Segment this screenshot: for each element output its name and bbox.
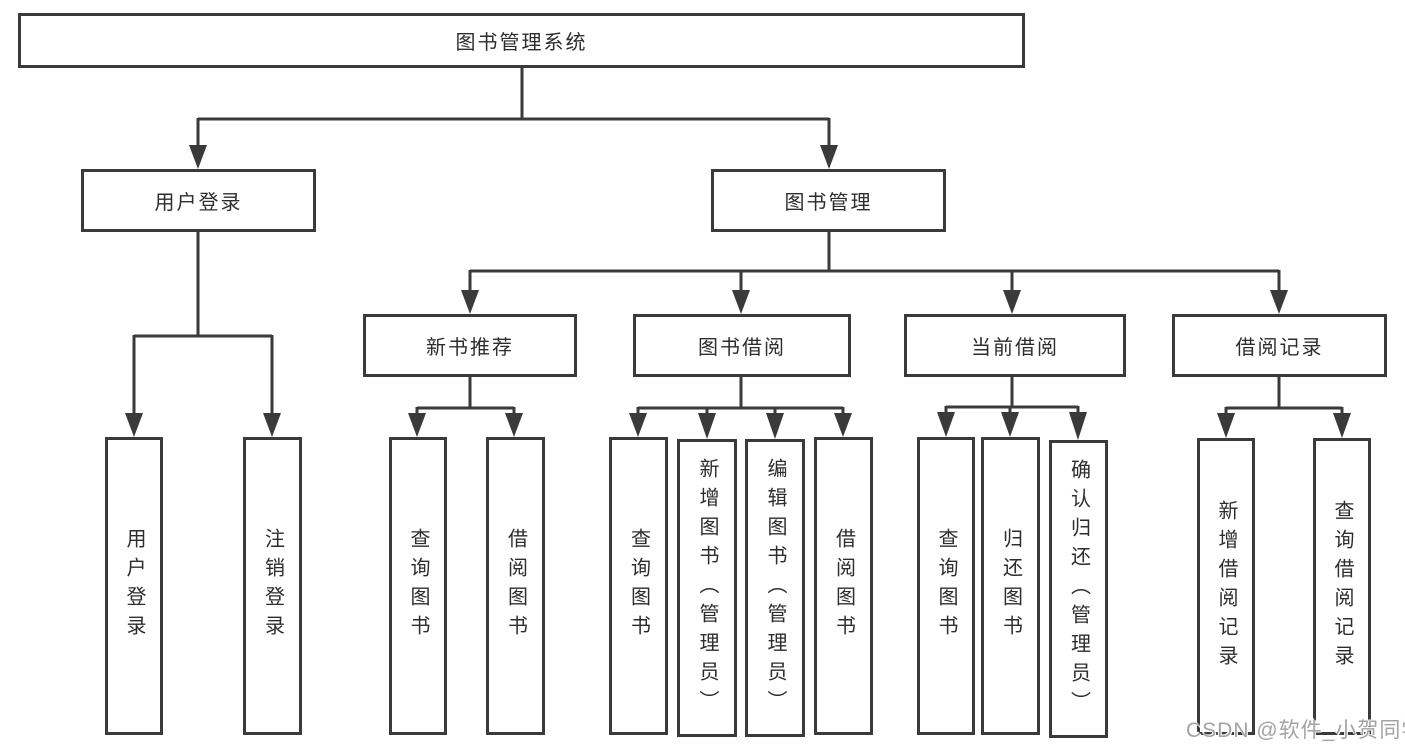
leaf-borrow-books-2: 借阅图书 (814, 437, 873, 735)
arrowhead (1333, 413, 1351, 438)
node-book-management: 图书管理 (711, 169, 946, 232)
node-label: 用户登录 (154, 192, 243, 214)
node-label: 查询图书 (627, 528, 650, 644)
node-label: 借阅记录 (1235, 337, 1324, 359)
arrowhead (834, 413, 852, 437)
leaf-edit-books-admin: 编辑图书（管理员） (745, 439, 805, 737)
arrowhead (1217, 413, 1235, 438)
arrowhead (505, 413, 523, 437)
leaf-add-borrow-record: 新增借阅记录 (1197, 438, 1255, 735)
connector-borrowing-records-to-children (1217, 376, 1351, 438)
leaf-query-books-2: 查询图书 (609, 437, 668, 735)
arrowhead (408, 413, 426, 437)
node-label: 用户登录 (123, 528, 145, 644)
leaf-add-books-admin: 新增图书（管理员） (677, 439, 737, 737)
connector-book-borrowing-to-children (629, 376, 852, 439)
node-label: 图书借阅 (698, 337, 786, 359)
arrowhead (820, 145, 838, 169)
node-current-borrowing: 当前借阅 (904, 314, 1126, 377)
arrowhead (1001, 412, 1019, 437)
arrowhead (461, 290, 479, 314)
leaf-borrow-books-1: 借阅图书 (486, 437, 545, 735)
node-label: 借阅图书 (832, 528, 855, 644)
leaf-return-books: 归还图书 (981, 437, 1040, 735)
node-label: 新增借阅记录 (1215, 499, 1237, 674)
leaf-confirm-return-admin: 确认归还（管理员） (1049, 440, 1108, 738)
arrowhead (629, 413, 647, 437)
node-label: 新书推荐 (426, 337, 514, 359)
csdn-watermark: CSDN @软件_小贺同学 (1186, 719, 1405, 742)
node-user-login: 用户登录 (81, 169, 316, 232)
arrowhead (937, 412, 955, 437)
leaf-logout: 注销登录 (243, 437, 302, 735)
connector-user-login-to-children (125, 231, 281, 437)
leaf-query-borrow-record: 查询借阅记录 (1313, 438, 1371, 735)
node-label: 当前借阅 (971, 337, 1059, 359)
node-label: 图书管理 (784, 192, 873, 214)
node-label: 编辑图书（管理员） (764, 457, 786, 719)
connector-new-book-recommend-to-children (408, 376, 523, 437)
node-borrowing-records: 借阅记录 (1172, 314, 1387, 377)
arrowhead (1003, 290, 1021, 314)
leaf-query-books-3: 查询图书 (917, 437, 975, 735)
node-label: 查询图书 (407, 528, 429, 644)
arrowhead (732, 290, 750, 314)
node-book-borrowing: 图书借阅 (633, 314, 851, 377)
connector-book-management-to-level3 (461, 231, 1288, 314)
node-label: 注销登录 (261, 528, 284, 644)
node-label: 确认归还（管理员） (1067, 458, 1090, 720)
arrowhead (698, 413, 716, 439)
connector-current-borrowing-to-children (937, 376, 1087, 440)
leaf-query-books-1: 查询图书 (389, 437, 447, 735)
node-label: 查询借阅记录 (1331, 499, 1353, 674)
connector-root-to-level2 (189, 66, 838, 169)
arrowhead (766, 413, 784, 439)
node-label: 图书管理系统 (455, 32, 588, 54)
node-root-system: 图书管理系统 (18, 13, 1025, 68)
leaf-user-login: 用户登录 (105, 437, 163, 735)
node-label: 借阅图书 (504, 528, 527, 644)
arrowhead (1270, 290, 1288, 314)
node-label: 归还图书 (999, 528, 1022, 644)
arrowhead (189, 145, 207, 169)
arrowhead (1069, 412, 1087, 440)
node-label: 新增图书（管理员） (696, 457, 718, 719)
arrowhead (125, 413, 143, 437)
arrowhead (263, 413, 281, 437)
node-label: 查询图书 (935, 528, 957, 644)
node-new-book-recommend: 新书推荐 (363, 314, 577, 377)
